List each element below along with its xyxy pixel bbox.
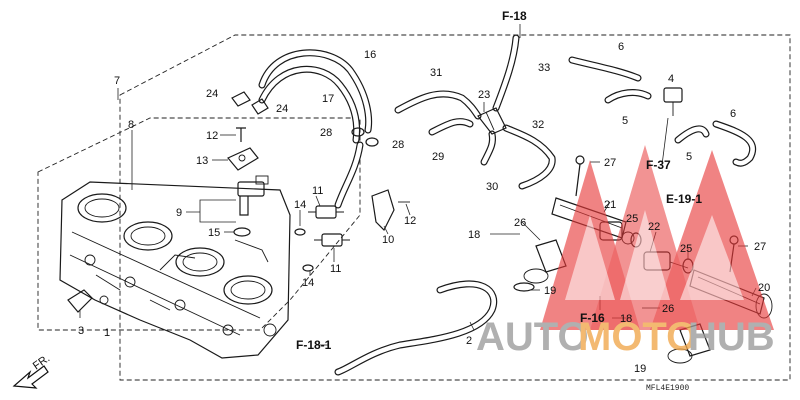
reference-label-group: F-18 F-18-1 F-37 E-19-1 F-16 [296, 9, 702, 352]
clamps-28 [351, 127, 379, 147]
part-label-11b: 11 [330, 263, 341, 275]
ref-label-f18-1: F-18-1 [296, 338, 332, 352]
assembly-outline-8 [37, 117, 361, 331]
sensor-3 [67, 289, 109, 313]
front-direction-marker: FR. [12, 352, 52, 389]
part-label-27a: 27 [604, 157, 616, 169]
part-label-30: 30 [486, 181, 498, 193]
watermark-logo: AUTO MOTO HUB [476, 145, 775, 359]
part-label-12a: 12 [206, 130, 218, 142]
ref-label-f18: F-18 [502, 9, 527, 23]
valve-11-upper [308, 205, 344, 219]
part-label-6b: 6 [730, 108, 736, 120]
bracket-13 [227, 147, 259, 171]
part-label-26b: 26 [662, 303, 674, 315]
part-label-12b: 12 [404, 215, 416, 227]
part-label-17: 17 [322, 93, 334, 105]
part-label-24b: 24 [276, 103, 288, 115]
part-label-33: 33 [538, 62, 550, 74]
part-label-11a: 11 [312, 185, 323, 197]
part-label-22: 22 [648, 221, 660, 233]
part-label-28b: 28 [392, 139, 404, 151]
bolt-27-upper [575, 155, 585, 197]
part-label-28a: 28 [320, 127, 332, 139]
part-label-31: 31 [430, 67, 442, 79]
part-label-9: 9 [176, 207, 182, 219]
part-label-group: 1 2 3 4 5 5 6 6 7 8 9 10 11 11 12 12 13 … [78, 41, 770, 375]
part-label-18b: 18 [620, 313, 632, 325]
joint-4 [663, 87, 683, 116]
part-label-27b: 27 [754, 241, 766, 253]
hose-group [258, 34, 757, 376]
sensor-9 [237, 175, 269, 216]
part-label-25a: 25 [626, 213, 638, 225]
part-label-20: 20 [758, 282, 770, 294]
clip-24 [231, 91, 269, 115]
joint-23 [477, 107, 507, 135]
part-label-6a: 6 [618, 41, 624, 53]
diagram-code: MFL4E1900 [646, 384, 689, 393]
part-label-15: 15 [208, 227, 220, 239]
part-label-18a: 18 [468, 229, 480, 241]
part-label-5a: 5 [622, 115, 628, 127]
part-label-25b: 25 [680, 243, 692, 255]
part-label-23: 23 [478, 89, 490, 101]
part-label-19b: 19 [634, 363, 646, 375]
part-label-8: 8 [128, 119, 134, 131]
part-label-19a: 19 [544, 285, 556, 297]
washer-14 [294, 228, 314, 272]
ref-label-e19-1: E-19-1 [666, 192, 702, 206]
part-label-26a: 26 [514, 217, 526, 229]
part-label-14b: 14 [302, 277, 314, 289]
front-arrow-icon [12, 365, 49, 389]
bracket-10 [371, 189, 410, 232]
part-label-21: 21 [604, 199, 616, 211]
ref-label-f37: F-37 [646, 158, 671, 172]
part-label-1: 1 [104, 327, 110, 339]
watermark-text-hub: HUB [688, 315, 775, 359]
part-label-7: 7 [114, 75, 120, 87]
part-label-13: 13 [196, 155, 208, 167]
watermark-text-moto: MOTO [578, 315, 697, 359]
assembly-outline-7 [119, 34, 791, 381]
bolt-12-left [236, 127, 246, 142]
part-label-5b: 5 [686, 151, 692, 163]
part-label-10: 10 [382, 234, 394, 246]
watermark-text-auto: AUTO [476, 315, 589, 359]
ref-label-f16: F-16 [580, 311, 605, 325]
valve-11-lower [314, 233, 350, 247]
part-label-24a: 24 [206, 88, 218, 100]
part-label-3: 3 [78, 325, 84, 337]
watermark-triangle-right [650, 150, 774, 330]
part-label-2: 2 [466, 335, 472, 347]
part-label-32: 32 [532, 119, 544, 131]
front-marker-text: FR. [31, 352, 52, 372]
part-label-29: 29 [432, 151, 444, 163]
part-label-16: 16 [364, 49, 376, 61]
oring-15 [233, 227, 251, 237]
throttle-body [59, 181, 291, 359]
part-label-14a: 14 [294, 199, 306, 211]
part-label-4: 4 [668, 73, 674, 85]
